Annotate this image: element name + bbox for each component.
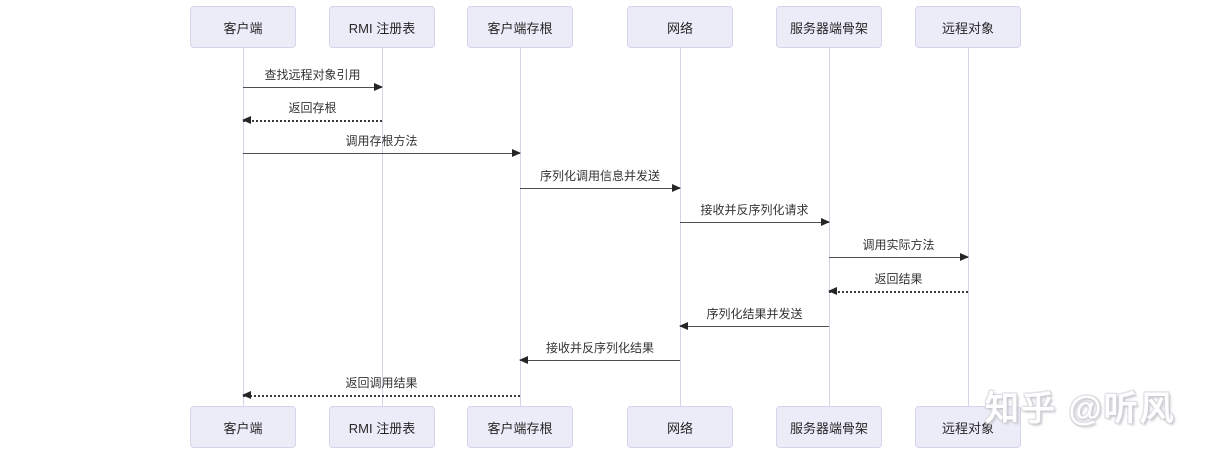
lifeline-server-skeleton	[829, 48, 830, 407]
lifeline-client-stub	[520, 48, 521, 407]
message-arrow	[242, 116, 382, 124]
participant-bottom-client: 客户端	[190, 406, 296, 448]
participant-label: RMI 注册表	[348, 420, 416, 436]
message-label: 接收并反序列化结果	[545, 341, 654, 355]
message-8-serialize-result-send: 序列化结果并发送	[679, 307, 829, 330]
participant-bottom-network: 网络	[627, 406, 733, 448]
participant-bottom-client-stub: 客户端存根	[467, 406, 573, 448]
message-3-call-stub-method: 调用存根方法	[243, 134, 521, 157]
participant-label: 远程对象	[941, 20, 994, 36]
participant-bottom-rmi-registry: RMI 注册表	[329, 406, 435, 448]
participant-label: 远程对象	[941, 420, 994, 436]
message-10-return-call-result: 返回调用结果	[242, 376, 520, 399]
message-label: 返回存根	[288, 101, 337, 115]
participant-top-rmi-registry: RMI 注册表	[329, 6, 435, 48]
lifeline-rmi-registry	[382, 48, 383, 407]
message-5-receive-deserialize-request: 接收并反序列化请求	[680, 203, 830, 226]
message-arrow	[243, 149, 521, 157]
message-arrow	[243, 83, 383, 91]
message-4-serialize-call-send: 序列化调用信息并发送	[520, 169, 681, 192]
message-label: 序列化结果并发送	[706, 307, 803, 321]
message-label: 调用实际方法	[862, 238, 935, 252]
participant-label: 客户端存根	[487, 20, 553, 36]
participant-label: 客户端	[223, 420, 263, 436]
message-label: 返回调用结果	[345, 376, 418, 390]
lifeline-network	[680, 48, 681, 407]
participant-label: 网络	[666, 420, 693, 436]
message-label: 序列化调用信息并发送	[539, 169, 660, 183]
message-label: 查找远程对象引用	[264, 68, 361, 82]
participant-top-server-skeleton: 服务器端骨架	[776, 6, 882, 48]
message-arrow	[519, 356, 680, 364]
participant-label: 网络	[666, 20, 693, 36]
message-arrow	[520, 184, 681, 192]
message-2-return-stub: 返回存根	[242, 101, 382, 124]
lifeline-remote-object	[968, 48, 969, 407]
message-6-call-actual-method: 调用实际方法	[829, 238, 969, 261]
participant-top-client: 客户端	[190, 6, 296, 48]
message-arrow	[680, 218, 830, 226]
participant-bottom-remote-object: 远程对象	[915, 406, 1021, 448]
participant-top-client-stub: 客户端存根	[467, 6, 573, 48]
message-arrow	[828, 287, 968, 295]
message-arrow	[242, 391, 520, 399]
message-label: 接收并反序列化请求	[700, 203, 809, 217]
participant-label: RMI 注册表	[348, 20, 416, 36]
message-label: 返回结果	[874, 272, 923, 286]
participant-label: 服务器端骨架	[789, 20, 868, 36]
participant-top-network: 网络	[627, 6, 733, 48]
participant-label: 客户端	[223, 20, 263, 36]
message-arrow	[679, 322, 829, 330]
message-1-lookup-remote-object: 查找远程对象引用	[243, 68, 383, 91]
lifeline-client	[243, 48, 244, 407]
participant-label: 客户端存根	[487, 420, 553, 436]
message-7-return-result: 返回结果	[828, 272, 968, 295]
message-9-receive-deserialize-result: 接收并反序列化结果	[519, 341, 680, 364]
zhihu-watermark: 知乎 @听风	[985, 390, 1176, 428]
participant-top-remote-object: 远程对象	[915, 6, 1021, 48]
message-label: 调用存根方法	[345, 134, 418, 148]
participant-bottom-server-skeleton: 服务器端骨架	[776, 406, 882, 448]
participant-label: 服务器端骨架	[789, 420, 868, 436]
message-arrow	[829, 253, 969, 261]
